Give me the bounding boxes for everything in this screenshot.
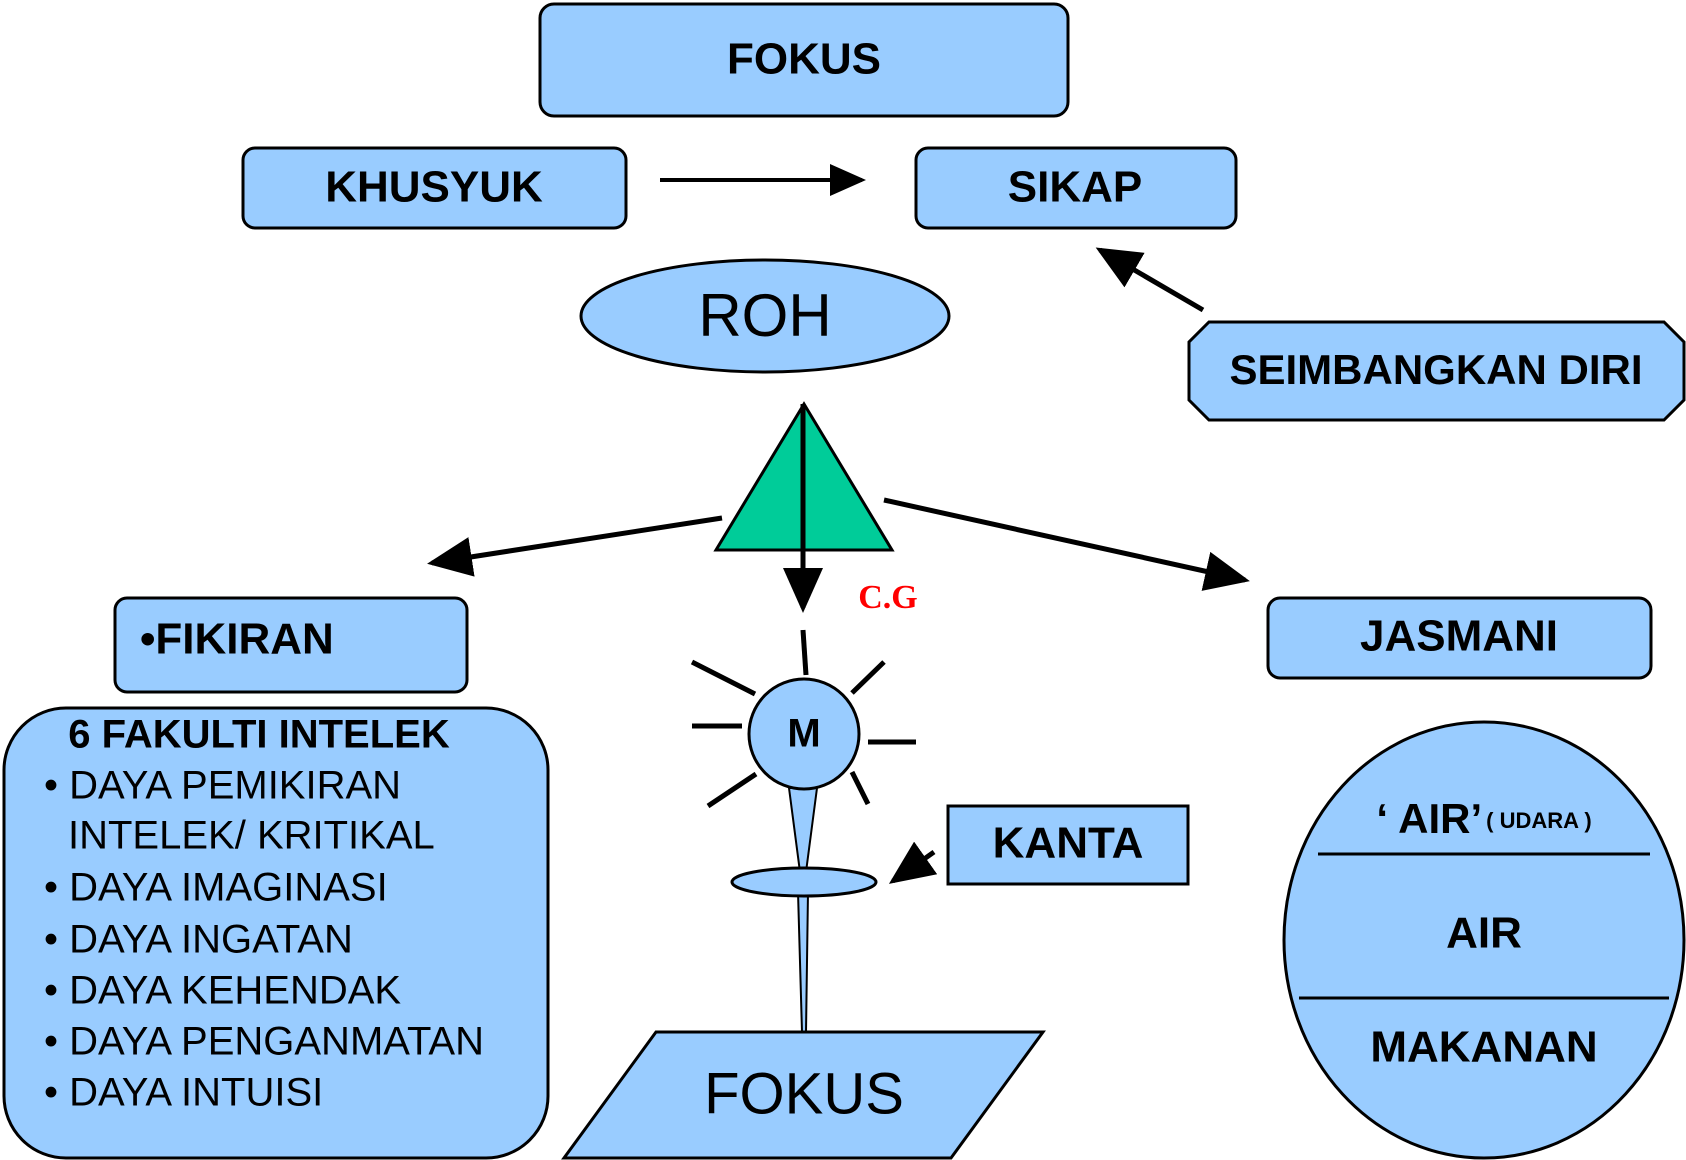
nutrition-circle: ‘ AIR’( UDARA ) AIR MAKANAN: [1282, 720, 1686, 1160]
air-udara-main: ‘ AIR’: [1376, 795, 1482, 842]
focus-beam: [787, 787, 819, 873]
arrow-to-jasmani: [883, 497, 1250, 591]
fokus-bottom-label: FOKUS: [704, 1061, 904, 1126]
focus-beam-lower: [796, 891, 810, 1033]
m-circle: M: [747, 677, 861, 791]
sun-rays: [690, 629, 916, 809]
seimbangkan-diri-box: SEIMBANGKAN DIRI: [1187, 320, 1686, 422]
air-udara-sub: ( UDARA ): [1486, 808, 1592, 833]
fakulti-title: 6 FAKULTI INTELEK: [68, 713, 450, 757]
fakulti-item: INTELEK/ KRITIKAL: [68, 814, 435, 858]
sikap-box: SIKAP: [914, 146, 1238, 230]
makanan-label: MAKANAN: [1370, 1023, 1597, 1072]
air-udara-label: ‘ AIR’( UDARA ): [1376, 795, 1591, 842]
fakulti-item: • DAYA INTUISI: [44, 1071, 323, 1115]
kanta-box: KANTA: [946, 804, 1190, 886]
fakulti-item: • DAYA KEHENDAK: [44, 969, 401, 1013]
sikap-label: SIKAP: [1008, 163, 1142, 212]
fakulti-item: • DAYA PENGANMATAN: [44, 1020, 484, 1064]
seimbangkan-diri-label: SEIMBANGKAN DIRI: [1229, 346, 1642, 393]
roh-label: ROH: [698, 282, 831, 349]
arrow-to-fikiran: [427, 515, 723, 577]
fokus-bottom-parallelogram: FOKUS: [561, 1030, 1046, 1160]
kanta-label: KANTA: [993, 819, 1144, 868]
fokus-top-label: FOKUS: [727, 35, 881, 84]
khusyuk-label: KHUSYUK: [325, 163, 543, 212]
fakulti-item: • DAYA IMAGINASI: [44, 866, 388, 910]
fikiran-box: •FIKIRAN: [113, 596, 469, 694]
jasmani-box: JASMANI: [1266, 596, 1653, 680]
roh-ellipse: ROH: [579, 258, 951, 374]
fakulti-intelek-box: 6 FAKULTI INTELEK • DAYA PEMIKIRAN INTEL…: [2, 706, 550, 1160]
fikiran-label: •FIKIRAN: [140, 615, 334, 664]
cg-label: C.G: [858, 579, 918, 616]
lens-ellipse: [730, 866, 878, 898]
m-label: M: [787, 712, 820, 756]
khusyuk-box: KHUSYUK: [241, 146, 628, 230]
arrow-kanta-to-lens: [888, 841, 938, 884]
fakulti-item: • DAYA INGATAN: [44, 918, 353, 962]
fokus-top-box: FOKUS: [538, 2, 1070, 118]
jasmani-label: JASMANI: [1360, 612, 1558, 661]
arrow-seimbangkan-to-sikap: [1095, 247, 1205, 313]
fakulti-item: • DAYA PEMIKIRAN: [44, 764, 401, 808]
air-label: AIR: [1446, 909, 1522, 958]
